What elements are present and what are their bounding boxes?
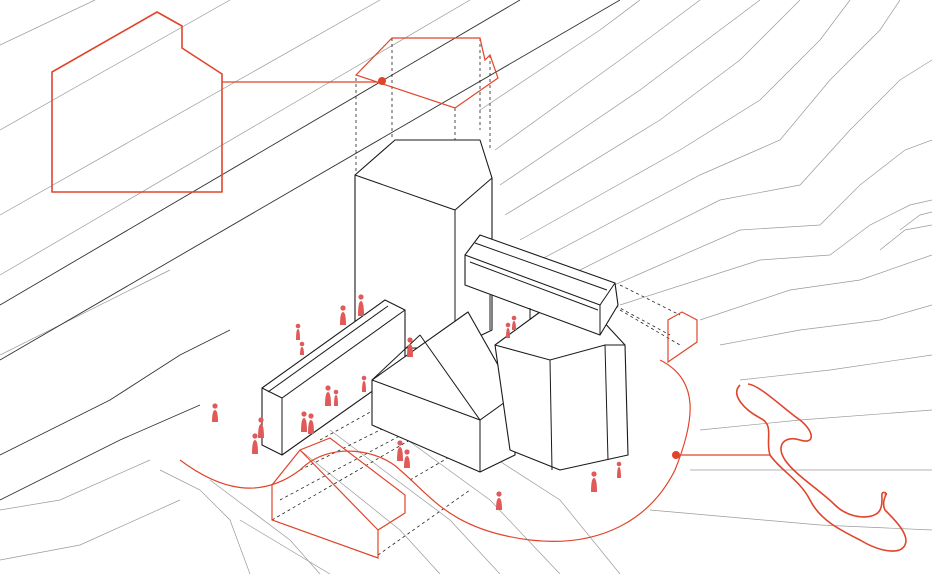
contour-line bbox=[0, 0, 381, 216]
gabled-hall-edge bbox=[371, 379, 481, 421]
person-figure-icon bbox=[325, 385, 331, 406]
ghost-volume-outline bbox=[354, 37, 499, 109]
road-edge bbox=[0, 0, 621, 361]
contour-line bbox=[519, 0, 851, 241]
contour-line bbox=[619, 199, 932, 306]
person-figure-icon bbox=[511, 315, 517, 330]
person-figure-icon bbox=[358, 294, 364, 316]
person-figure-icon bbox=[407, 337, 413, 357]
bridge-edge bbox=[469, 261, 599, 311]
person-figure-icon bbox=[361, 375, 367, 392]
ghost-volume-outline bbox=[271, 437, 406, 559]
bridge-edge bbox=[474, 242, 608, 291]
contour-line bbox=[539, 0, 901, 261]
person-figure-icon bbox=[616, 461, 622, 478]
road-edge bbox=[0, 0, 521, 306]
contour-line bbox=[239, 519, 331, 574]
projection-line bbox=[619, 284, 681, 316]
contour-line bbox=[479, 0, 641, 111]
contour-line bbox=[719, 304, 932, 346]
road-edge bbox=[0, 329, 231, 456]
low-block-edge bbox=[267, 305, 389, 393]
contour-line bbox=[499, 0, 761, 186]
person-figure-icon bbox=[252, 433, 258, 454]
contour-line bbox=[699, 409, 932, 431]
winding-path-icon bbox=[736, 384, 907, 552]
bridge-support bbox=[489, 295, 531, 330]
contour-line bbox=[329, 429, 501, 574]
projection-line bbox=[279, 424, 421, 501]
person-figure-icon bbox=[505, 322, 511, 338]
gabled-hall-edge bbox=[371, 334, 421, 381]
house-outline-icon bbox=[51, 11, 223, 193]
people-figures bbox=[212, 294, 622, 510]
building-massing bbox=[261, 139, 629, 473]
contour-line bbox=[0, 459, 151, 511]
contour-line bbox=[649, 509, 932, 531]
person-figure-icon bbox=[333, 389, 339, 406]
contour-line bbox=[699, 254, 932, 321]
callout-dot-icon bbox=[672, 451, 680, 459]
bridge-building bbox=[464, 234, 619, 336]
contour-line bbox=[0, 0, 231, 131]
person-figure-icon bbox=[308, 413, 314, 434]
person-figure-icon bbox=[404, 449, 410, 468]
contour-line bbox=[494, 0, 701, 151]
ghost-volume-edge bbox=[299, 449, 379, 531]
person-figure-icon bbox=[591, 471, 597, 492]
ghost-volume-outline bbox=[667, 311, 698, 364]
faceted-edge bbox=[549, 359, 553, 471]
contour-line bbox=[379, 419, 561, 574]
contour-line bbox=[209, 479, 321, 574]
winding-path-icon bbox=[747, 383, 887, 518]
contour-line bbox=[899, 211, 932, 231]
person-figure-icon bbox=[301, 411, 307, 432]
contour-line bbox=[299, 449, 441, 574]
projection-line bbox=[619, 309, 681, 346]
road-edge bbox=[0, 404, 201, 501]
person-figure-icon bbox=[496, 491, 502, 510]
contour-line bbox=[0, 499, 181, 561]
faceted-edge bbox=[494, 344, 625, 361]
contour-line bbox=[579, 139, 932, 301]
contour-line bbox=[739, 354, 932, 381]
contour-line bbox=[0, 0, 96, 46]
contour-line bbox=[504, 0, 801, 216]
contour-line bbox=[879, 224, 932, 251]
road bbox=[0, 0, 621, 501]
person-figure-icon bbox=[299, 341, 305, 355]
person-figure-icon bbox=[258, 417, 264, 438]
projection-line bbox=[271, 439, 411, 521]
contour-line bbox=[159, 469, 251, 574]
proposed-outlines bbox=[51, 11, 907, 559]
site-boundary-line bbox=[179, 359, 691, 542]
contour-line bbox=[559, 59, 932, 281]
projection-line bbox=[299, 419, 401, 471]
gabled-hall-building bbox=[371, 311, 516, 473]
person-figure-icon bbox=[295, 323, 301, 340]
person-figure-icon bbox=[340, 305, 346, 325]
person-figure-icon bbox=[212, 403, 218, 422]
person-figure-icon bbox=[397, 440, 403, 461]
faceted-edge bbox=[604, 344, 609, 461]
projection-line bbox=[377, 489, 471, 556]
contour-line bbox=[0, 269, 171, 356]
